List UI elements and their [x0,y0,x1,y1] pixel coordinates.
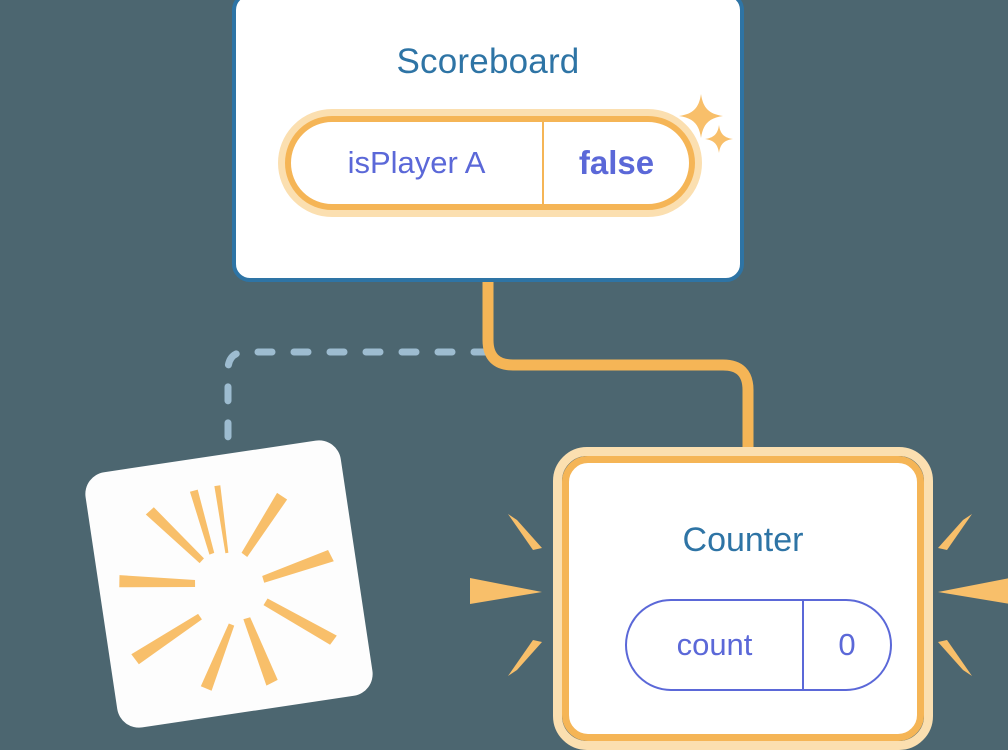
tilted-blank-card[interactable] [82,437,376,731]
counter-card-inner: Counter count 0 [562,456,924,741]
scoreboard-card[interactable]: Scoreboard isPlayer A false [232,0,744,282]
dashed-connector-path [224,348,492,466]
counter-state-value: 0 [838,627,856,662]
orange-connector-path [482,282,754,462]
counter-state-pill[interactable]: count 0 [625,599,892,691]
counter-left-rays-icon [470,514,542,676]
burst-rays-icon [119,485,337,691]
sparkle-small-icon [705,125,733,153]
counter-card[interactable]: Counter count 0 [553,447,933,750]
sparkle-large-icon [679,94,723,138]
pill-body[interactable]: isPlayer A false [285,116,695,210]
scoreboard-state-pill[interactable]: isPlayer A false [278,109,702,217]
counter-state-key: count [627,601,804,689]
counter-title: Counter [682,521,804,559]
counter-right-rays-icon [938,514,1008,676]
scoreboard-title: Scoreboard [396,42,580,81]
scoreboard-state-value: false [578,144,655,181]
scoreboard-state-key: isPlayer A [291,122,544,204]
pill-highlight-halo [278,109,702,217]
